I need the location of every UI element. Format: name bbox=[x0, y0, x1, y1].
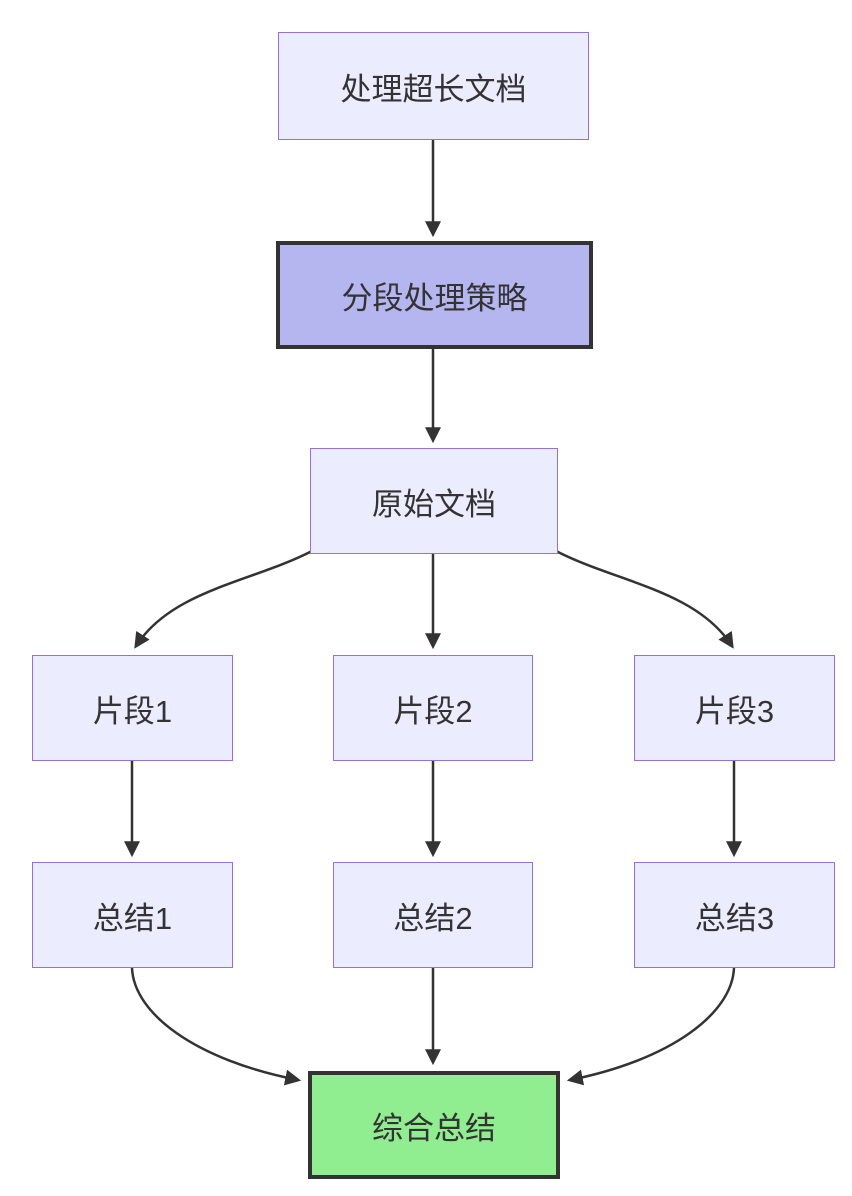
node-fragment-1: 片段1 bbox=[32, 655, 233, 761]
node-process-long-document: 处理超长文档 bbox=[278, 32, 589, 140]
edge-original-to-frag3 bbox=[555, 549, 734, 649]
node-summary-2: 总结2 bbox=[333, 862, 533, 968]
node-segment-strategy: 分段处理策略 bbox=[276, 241, 593, 349]
edge-sum3-to-final bbox=[566, 967, 736, 1086]
node-fragment-3: 片段3 bbox=[634, 655, 835, 761]
node-summary-3: 总结3 bbox=[634, 862, 835, 968]
node-final-summary: 综合总结 bbox=[308, 1071, 560, 1179]
node-original-document: 原始文档 bbox=[310, 448, 558, 554]
edge-original-to-frag1 bbox=[134, 549, 313, 649]
node-summary-1: 总结1 bbox=[32, 862, 233, 968]
node-fragment-2: 片段2 bbox=[333, 655, 533, 761]
edge-sum1-to-final bbox=[130, 967, 302, 1086]
